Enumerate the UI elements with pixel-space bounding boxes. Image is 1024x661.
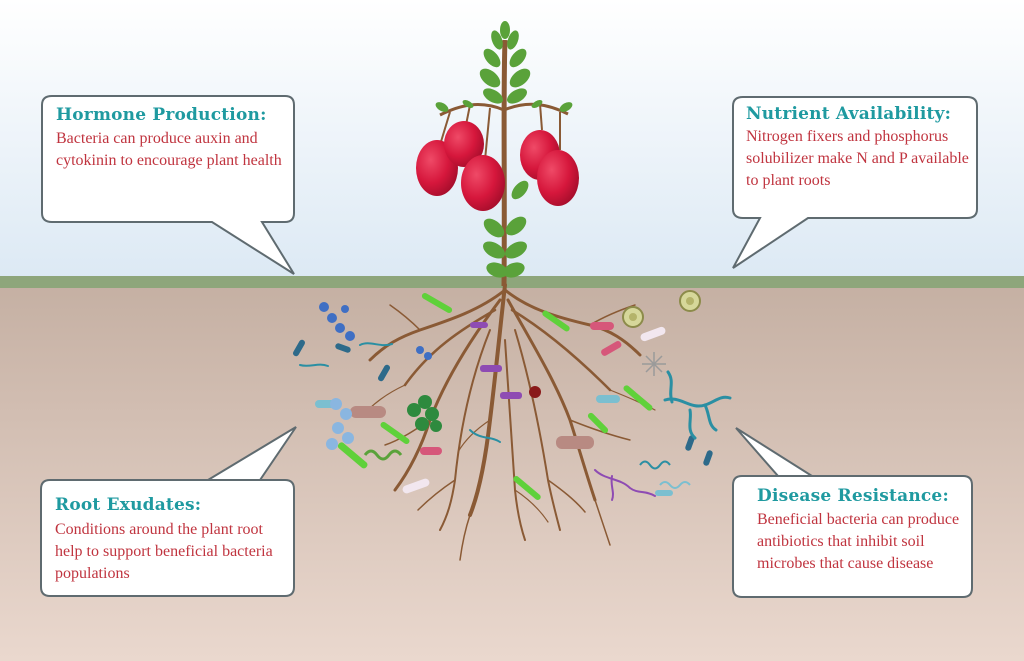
hormone-production-title: Hormone Production:	[56, 105, 267, 125]
microbe-rod	[640, 326, 666, 342]
microbe-rod	[470, 322, 488, 328]
microbe-coccus	[415, 417, 429, 431]
fungal-hyphae	[663, 370, 732, 440]
microbe-rod	[402, 478, 430, 494]
microbe-star	[642, 352, 666, 376]
callout-bubble-hormone	[41, 95, 295, 275]
ground-line	[0, 276, 1024, 288]
soil-microbe-icon	[293, 290, 732, 501]
hormone-production-text: Bacteria can produce auxin and cytokinin…	[56, 130, 282, 169]
plant-stem	[501, 39, 508, 287]
microbe-coccus	[341, 305, 349, 313]
microbe-rod	[350, 406, 386, 418]
disease-resistance-title: Disease Resistance:	[757, 486, 949, 506]
fungal-hyphae	[299, 342, 501, 443]
microbe-rod	[421, 293, 453, 313]
microbe-rod	[590, 322, 614, 330]
microbe-coccus	[335, 323, 345, 333]
root-exudates-text: Conditions around the plant root help to…	[55, 521, 273, 582]
microbe-coccus	[430, 420, 442, 432]
microbe-coccus	[330, 398, 342, 410]
microbe-spiral	[659, 481, 691, 489]
microbe-coccus	[340, 408, 352, 420]
root-exudates-title: Root Exudates:	[55, 495, 202, 515]
microbe-coccus	[425, 407, 439, 421]
microbe-rod	[542, 310, 570, 332]
microbe-spiral	[363, 449, 403, 461]
microbe-rod	[380, 421, 410, 445]
microbe-coccus	[326, 438, 338, 450]
callout-bubble-nutrient	[732, 96, 978, 269]
microbe-rod	[685, 435, 695, 451]
microbe-rod	[480, 365, 502, 372]
microbe-spore	[686, 297, 694, 305]
microbe-spore	[629, 313, 637, 321]
microbe-rod	[513, 476, 541, 500]
microbe-rod	[556, 436, 594, 449]
plant-branch	[439, 111, 451, 146]
nutrient-availability-text: Nitrogen fixers and phosphorus solubiliz…	[746, 128, 969, 189]
callout-bubble-root-exudates	[40, 426, 297, 597]
microbe-coccus	[327, 313, 337, 323]
microbe-rod	[703, 450, 713, 466]
microbe-coccus	[416, 346, 424, 354]
fungal-hyphae	[594, 469, 656, 501]
microbe-rod	[420, 447, 442, 455]
microbe-rod	[596, 395, 620, 403]
plant-branch	[484, 107, 491, 161]
microbe-rod	[293, 339, 305, 357]
microbe-spore	[529, 386, 541, 398]
microbe-coccus	[342, 432, 354, 444]
tomato-icon	[416, 121, 579, 211]
microbe-coccus	[332, 422, 344, 434]
leaf-icon	[435, 21, 573, 278]
microbe-rod	[378, 364, 390, 382]
microbe-rod	[337, 442, 368, 469]
microbe-spiral	[639, 460, 671, 470]
microbe-coccus	[424, 352, 432, 360]
microbe-coccus	[418, 395, 432, 409]
microbe-rod	[500, 392, 522, 399]
microbe-coccus	[345, 331, 355, 341]
disease-resistance-text: Beneficial bacteria can produce antibiot…	[757, 511, 960, 572]
nutrient-availability-title: Nutrient Availability:	[746, 104, 952, 124]
callout-bubble-disease	[732, 427, 973, 598]
microbe-coccus	[407, 403, 421, 417]
microbe-rod	[587, 412, 609, 434]
microbe-rod	[623, 385, 653, 411]
soil-background	[0, 284, 1024, 661]
microbe-rod	[601, 341, 622, 356]
tomato-plant-icon	[416, 21, 579, 287]
microbe-rod	[655, 490, 673, 496]
microbe-rod	[335, 343, 351, 353]
microbe-coccus	[319, 302, 329, 312]
plant-branch	[539, 103, 543, 131]
